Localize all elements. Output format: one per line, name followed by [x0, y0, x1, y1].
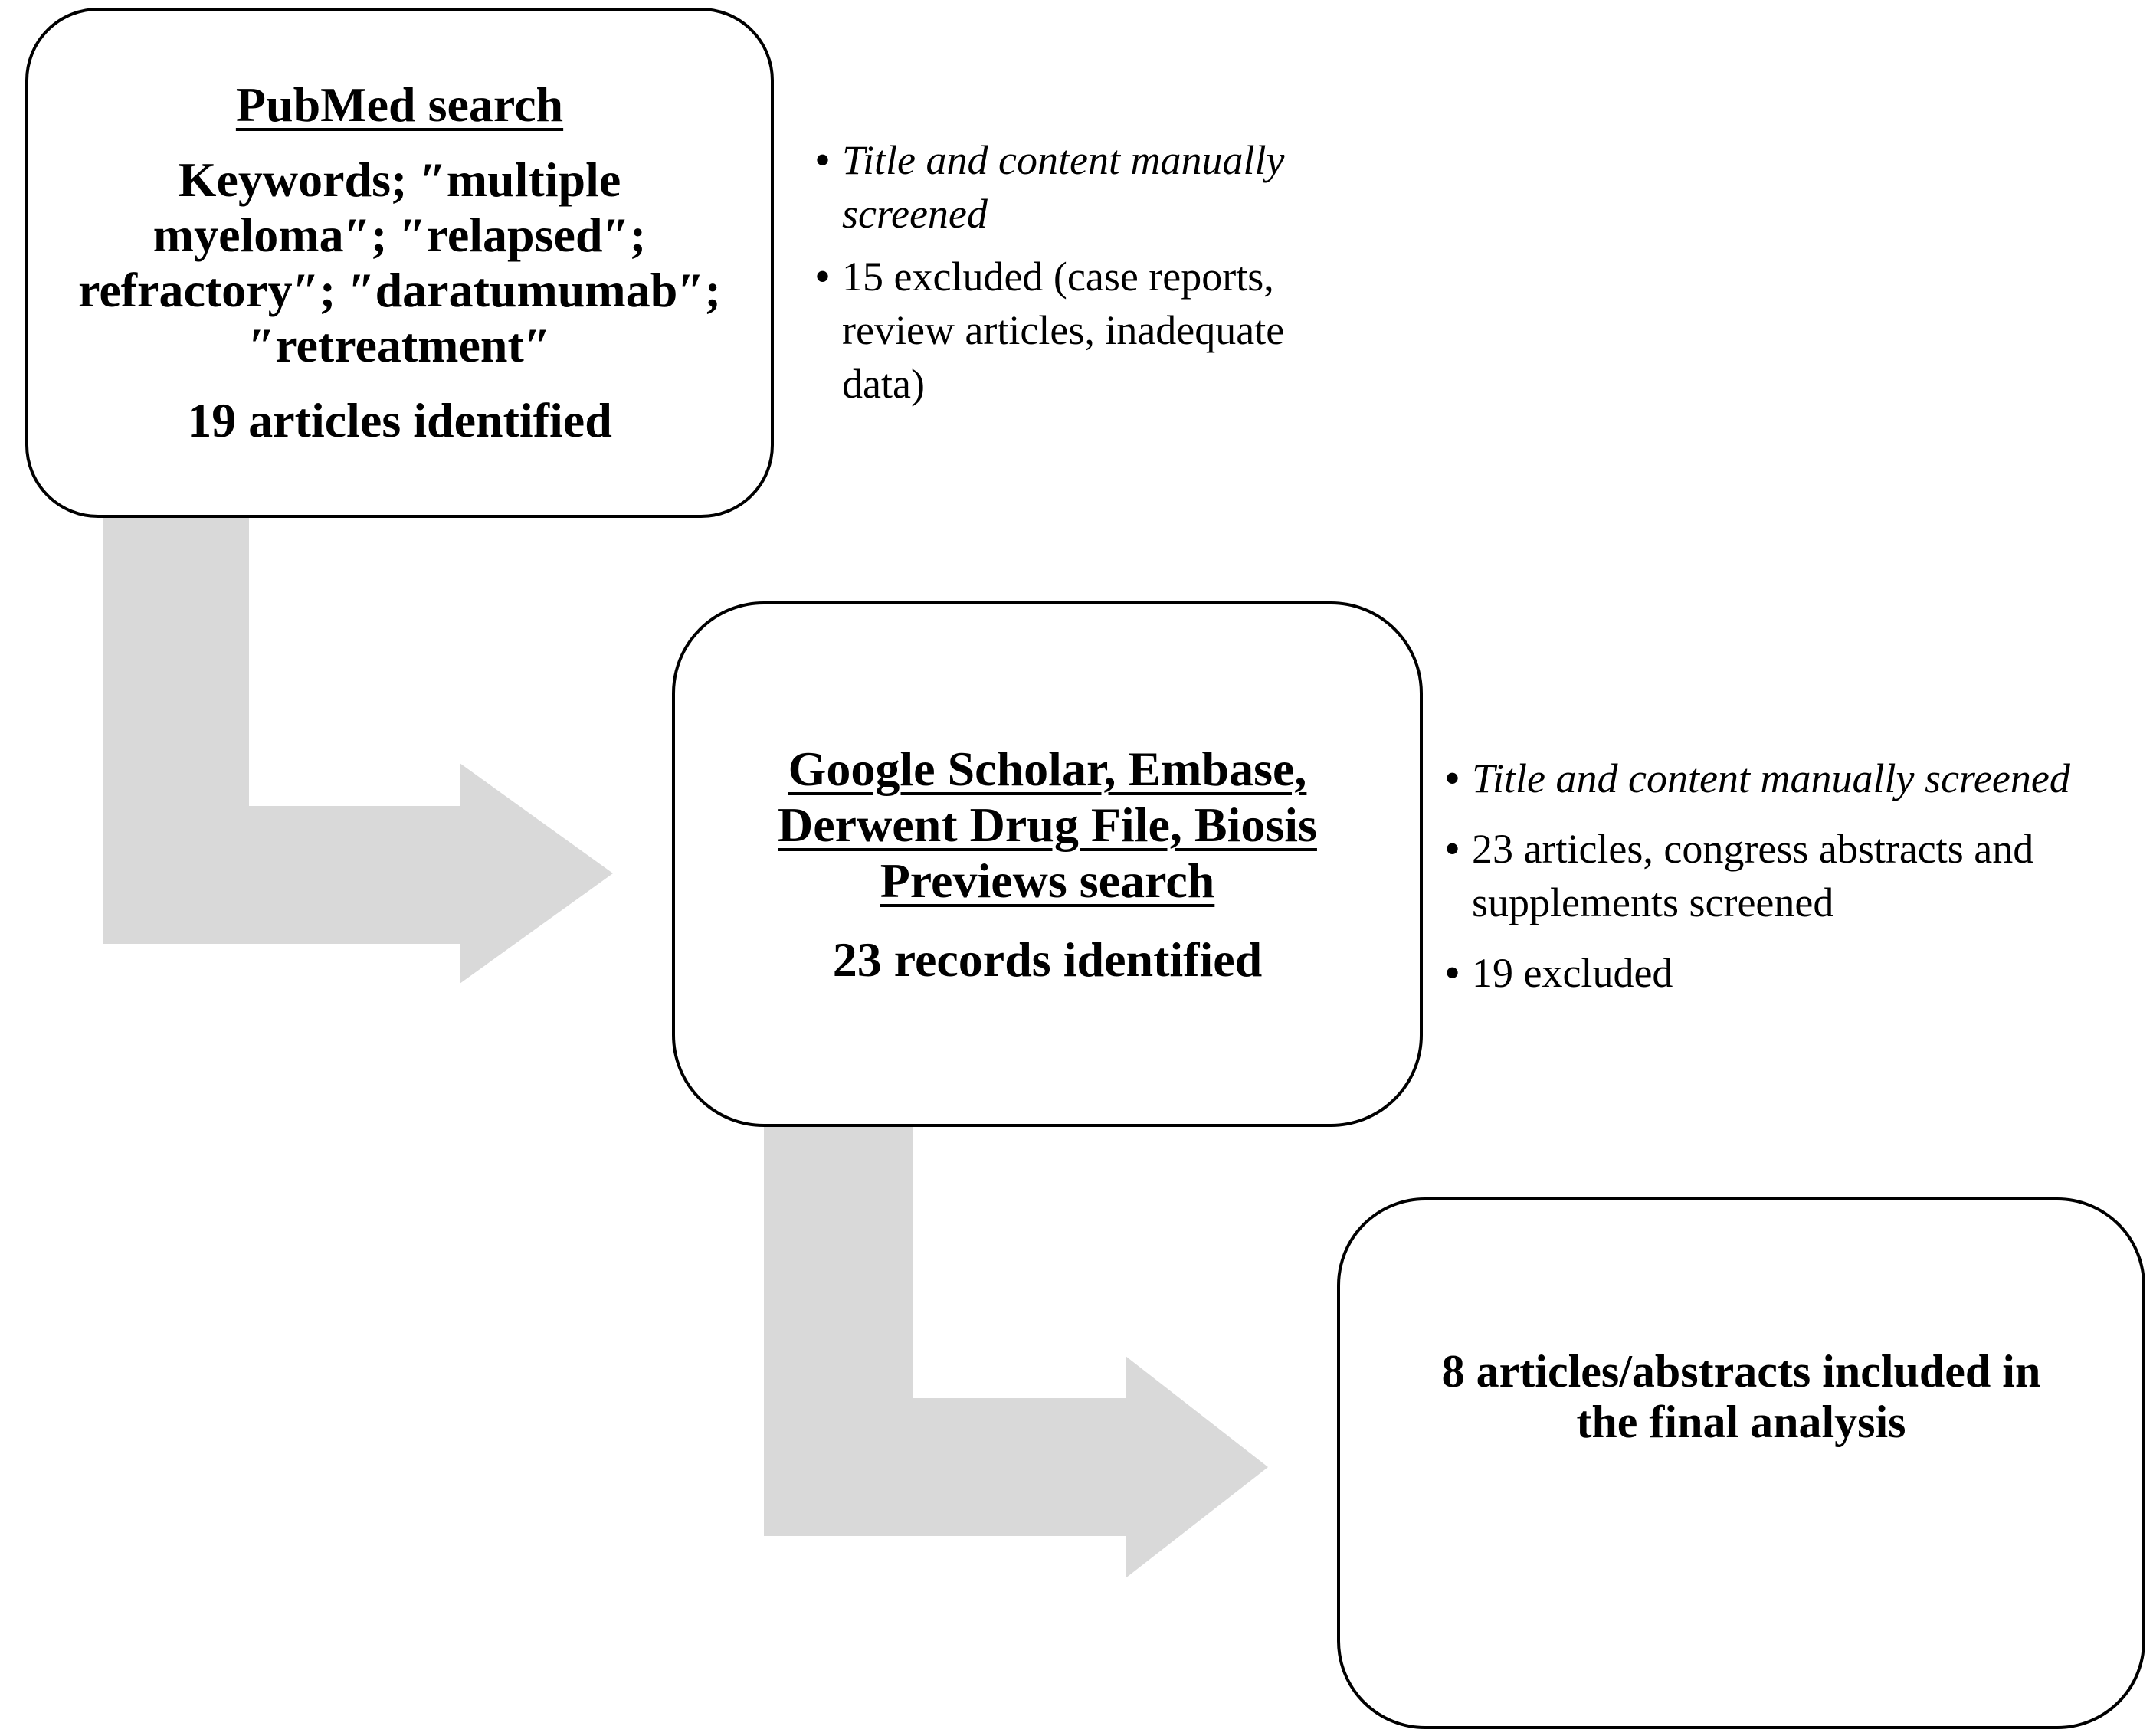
flow-arrow-pubmed-to-databases	[103, 518, 613, 984]
bullet-icon: •	[814, 251, 831, 302]
final-analysis-box: 8 articles/abstracts included in the fin…	[1337, 1197, 2145, 1729]
list-item: • Title and content manually screened	[814, 133, 1466, 241]
pubmed-keywords-text: Keywords; ″multiple myeloma″; ″relapsed″…	[78, 152, 721, 372]
bullet-text-excluded: 15 excluded (case reports, review articl…	[842, 254, 1285, 407]
final-analysis-text: 8 articles/abstracts included in the fin…	[1441, 1345, 2041, 1447]
list-item: • 23 articles, congress abstracts and su…	[1444, 822, 2153, 929]
pubmed-screening-notes: • Title and content manually screened • …	[814, 133, 1466, 411]
list-item: • 19 excluded	[1444, 946, 2153, 1000]
pubmed-search-heading: PubMed search	[235, 77, 564, 132]
flow-arrow-databases-to-final	[764, 1124, 1268, 1578]
list-item: • 15 excluded (case reports, review arti…	[814, 250, 1466, 411]
databases-screening-notes: • Title and content manually screened • …	[1444, 752, 2153, 1000]
bullet-text-abstracts: 23 articles, congress abstracts and supp…	[1472, 826, 2034, 925]
bullet-icon: •	[1444, 948, 1461, 998]
pubmed-search-box: PubMed search Keywords; ″multiple myelom…	[25, 8, 774, 518]
pubmed-result-count: 19 articles identified	[187, 393, 612, 447]
bullet-icon: •	[814, 135, 831, 185]
bullet-text-excluded: 19 excluded	[1472, 950, 1673, 996]
databases-search-box: Google Scholar, Embase, Derwent Drug Fil…	[672, 601, 1423, 1127]
bullet-icon: •	[1444, 753, 1461, 804]
databases-result-count: 23 records identified	[832, 932, 1263, 987]
bullet-text-screened: Title and content manually screened	[842, 137, 1285, 237]
list-item: • Title and content manually screened	[1444, 752, 2153, 805]
bullet-icon: •	[1444, 824, 1461, 874]
databases-search-heading: Google Scholar, Embase, Derwent Drug Fil…	[778, 742, 1317, 908]
bullet-text-screened: Title and content manually screened	[1472, 755, 2070, 801]
